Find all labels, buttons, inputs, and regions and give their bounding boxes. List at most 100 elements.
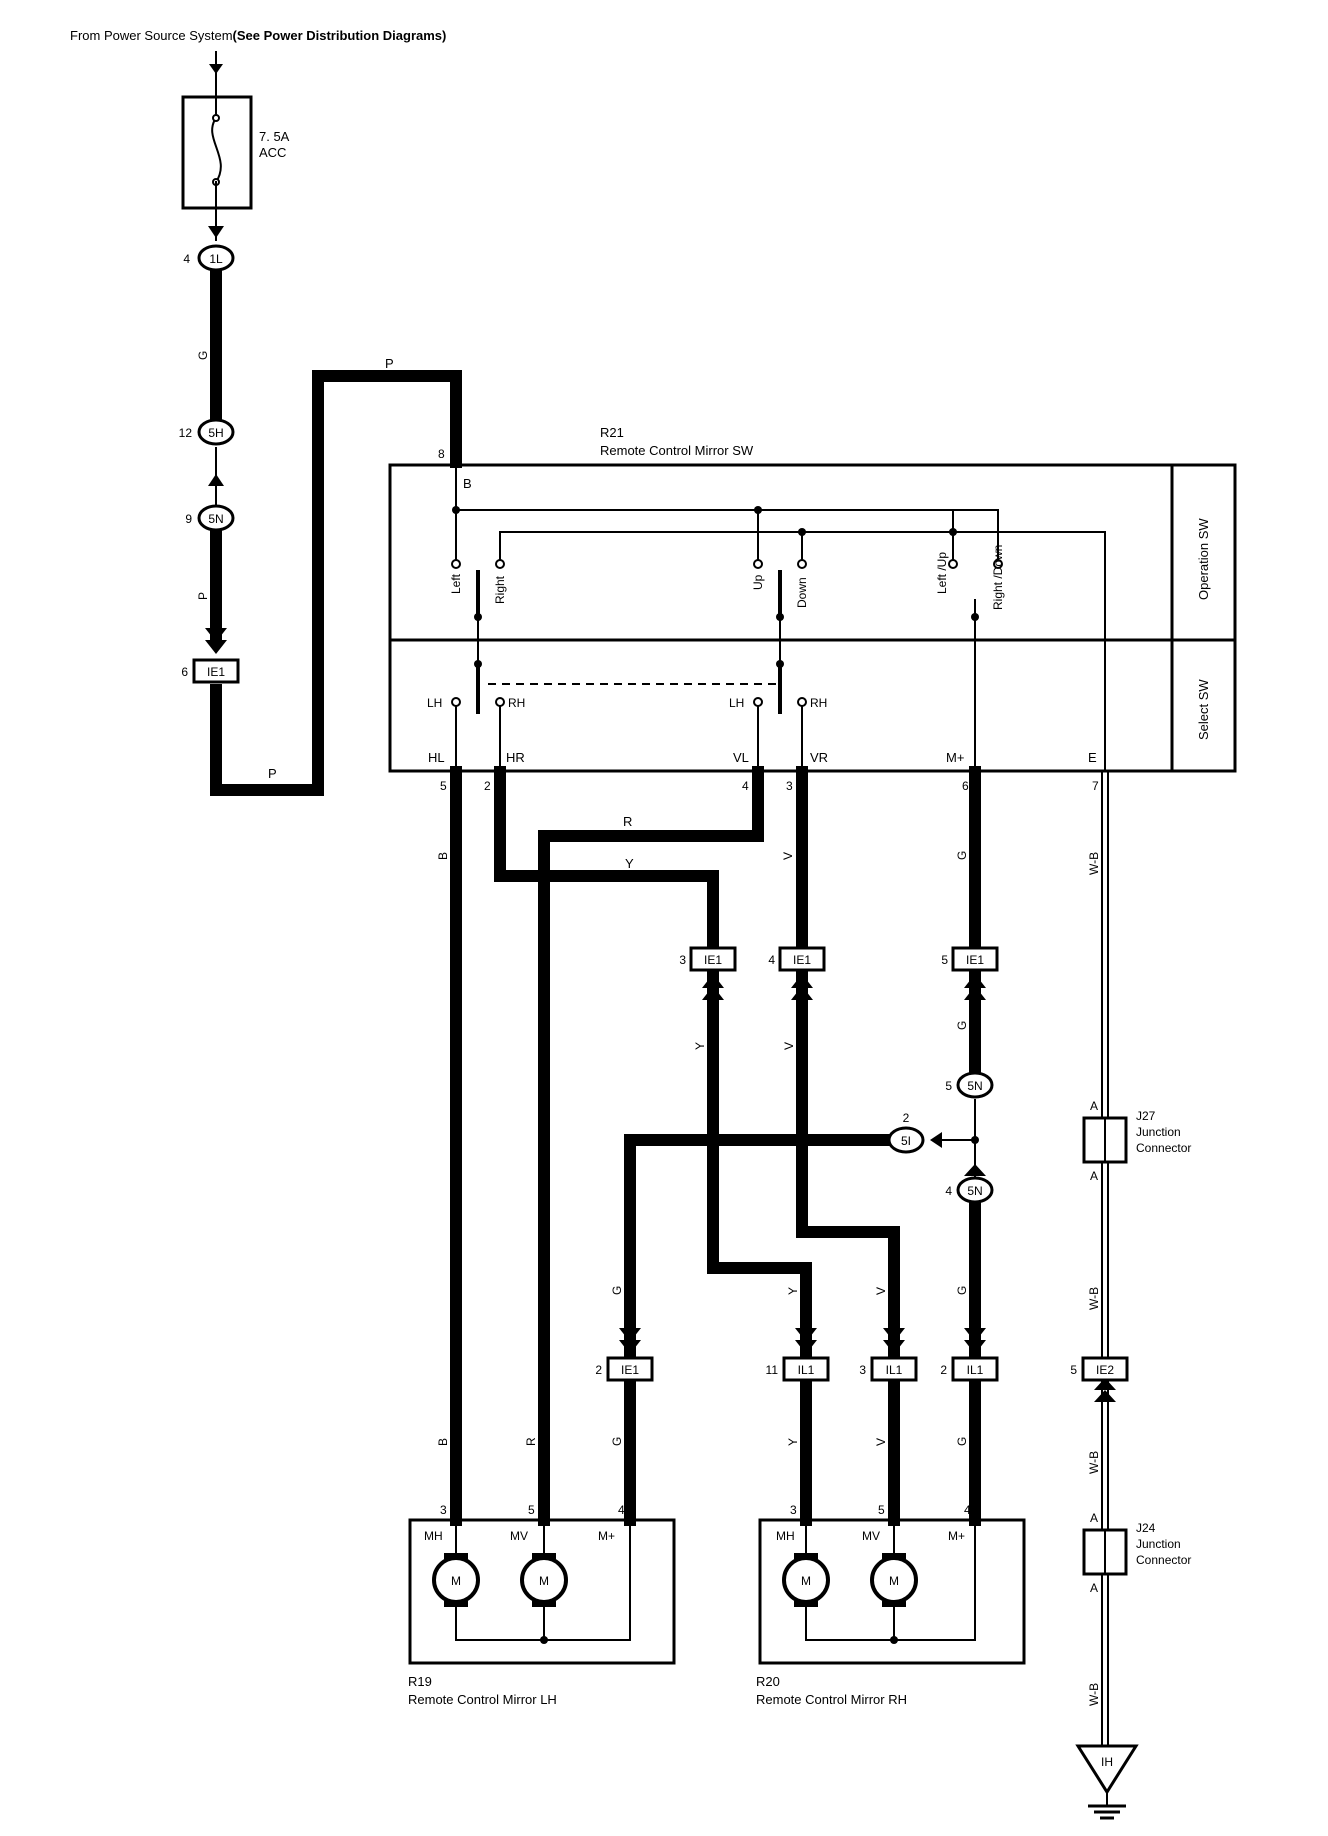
svg-text:A: A: [1090, 1099, 1098, 1113]
switch-name: Remote Control Mirror SW: [600, 443, 754, 458]
wire-color-p3: P: [385, 356, 394, 371]
svg-text:5: 5: [1070, 1363, 1077, 1377]
svg-text:A: A: [1090, 1511, 1098, 1525]
wc-g1: G: [955, 851, 969, 860]
operation-sw-label: Operation SW: [1196, 518, 1211, 600]
svg-text:5N: 5N: [967, 1184, 982, 1198]
svg-text:1L: 1L: [209, 252, 223, 266]
wc-v1: V: [781, 852, 795, 860]
svg-text:11: 11: [766, 1363, 779, 1377]
op-left-up: Left /Up: [935, 552, 949, 594]
ground-icon: IH: [1075, 1744, 1139, 1820]
term-e: E: [1088, 750, 1097, 765]
svg-text:3: 3: [859, 1363, 866, 1377]
pin-hl: 5: [440, 779, 447, 793]
fuse-element: [211, 116, 222, 184]
svg-text:IE1: IE1: [207, 665, 225, 679]
svg-text:IE1: IE1: [966, 953, 984, 967]
svg-text:M: M: [539, 1574, 549, 1588]
svg-text:J24: J24: [1136, 1521, 1156, 1535]
svg-text:J27: J27: [1136, 1109, 1156, 1123]
svg-text:IE1: IE1: [621, 1363, 639, 1377]
svg-text:IE1: IE1: [793, 953, 811, 967]
op-left: Left: [449, 573, 463, 594]
svg-text:M: M: [889, 1574, 899, 1588]
switch-pin-8: 8: [438, 447, 445, 461]
svg-text:4: 4: [183, 252, 190, 266]
svg-text:12: 12: [179, 426, 193, 440]
svg-text:MH: MH: [424, 1529, 443, 1543]
connector-5H: 5H 12: [179, 418, 235, 446]
svg-text:Junction: Junction: [1136, 1125, 1181, 1139]
sel-rh-1: RH: [508, 696, 525, 710]
wc-r2: R: [524, 1437, 538, 1446]
svg-text:IL1: IL1: [967, 1363, 984, 1377]
svg-text:Connector: Connector: [1136, 1553, 1191, 1567]
wc-y3: Y: [786, 1287, 800, 1295]
switch-code: R21: [600, 425, 624, 440]
wc-y1: Y: [625, 856, 634, 871]
svg-text:MV: MV: [862, 1529, 880, 1543]
switch-pin-b: B: [463, 476, 472, 491]
wc-wb2: W-B: [1087, 1287, 1101, 1310]
sel-lh-1: LH: [427, 696, 442, 710]
wire-color-g1: G: [196, 351, 210, 360]
op-down: Down: [795, 577, 809, 608]
fuse-name: ACC: [259, 145, 286, 160]
svg-text:Junction: Junction: [1136, 1537, 1181, 1551]
wc-y2: Y: [693, 1042, 707, 1050]
svg-text:M: M: [451, 1574, 461, 1588]
connector-IE1-3: IE1 3: [679, 946, 737, 972]
svg-text:IE2: IE2: [1096, 1363, 1114, 1377]
svg-text:4: 4: [945, 1184, 952, 1198]
term-vr: VR: [810, 750, 828, 765]
connector-5I-2: 5I 2: [887, 1111, 925, 1154]
wc-g6: G: [955, 1437, 969, 1446]
svg-text:2: 2: [903, 1111, 910, 1125]
svg-text:5: 5: [878, 1503, 885, 1517]
fuse-rating: 7. 5A: [259, 129, 290, 144]
svg-text:Connector: Connector: [1136, 1141, 1191, 1155]
power-source-label: From Power Source System(See Power Distr…: [70, 28, 446, 43]
svg-text:5I: 5I: [901, 1134, 911, 1148]
term-vl: VL: [733, 750, 749, 765]
connector-5N-top: 5N 9: [185, 504, 235, 532]
wc-g3: G: [610, 1286, 624, 1295]
wc-g2: G: [955, 1021, 969, 1030]
wc-wb4: W-B: [1087, 1683, 1101, 1706]
op-up: Up: [751, 574, 765, 590]
connector-IL1-3: IL1 3: [859, 1356, 918, 1382]
connector-1L: 1L 4: [183, 244, 235, 272]
svg-text:9: 9: [185, 512, 192, 526]
wc-g4: G: [955, 1286, 969, 1295]
wc-r1: R: [623, 814, 632, 829]
wc-b1: B: [436, 852, 450, 860]
svg-text:IE1: IE1: [704, 953, 722, 967]
mirror-rh-code: R20: [756, 1674, 780, 1689]
switch-body: [388, 463, 1237, 773]
svg-text:M+: M+: [598, 1529, 615, 1543]
svg-text:4: 4: [964, 1503, 971, 1517]
junction-j24: A A J24 Junction Connector: [1082, 1511, 1191, 1595]
svg-text:IL1: IL1: [798, 1363, 815, 1377]
sel-lh-2: LH: [729, 696, 744, 710]
pin-vl: 4: [742, 779, 749, 793]
wire-color-p1: P: [196, 592, 210, 600]
connector-IE2-5: IE2 5: [1070, 1356, 1129, 1382]
connector-IE1-6: IE1 6: [181, 658, 240, 684]
svg-text:5N: 5N: [208, 512, 223, 526]
wc-v2: V: [782, 1042, 796, 1050]
pin-mplus: 6: [962, 779, 969, 793]
pin-vr: 3: [786, 779, 793, 793]
wc-y4: Y: [786, 1438, 800, 1446]
wc-wb3: W-B: [1087, 1451, 1101, 1474]
svg-text:IH: IH: [1101, 1755, 1113, 1769]
svg-text:5: 5: [945, 1079, 952, 1093]
wc-b2: B: [436, 1438, 450, 1446]
svg-text:3: 3: [679, 953, 686, 967]
svg-text:5N: 5N: [967, 1079, 982, 1093]
svg-text:5: 5: [941, 953, 948, 967]
svg-text:MH: MH: [776, 1529, 795, 1543]
mirror-rh-name: Remote Control Mirror RH: [756, 1692, 907, 1707]
pin-hr: 2: [484, 779, 491, 793]
